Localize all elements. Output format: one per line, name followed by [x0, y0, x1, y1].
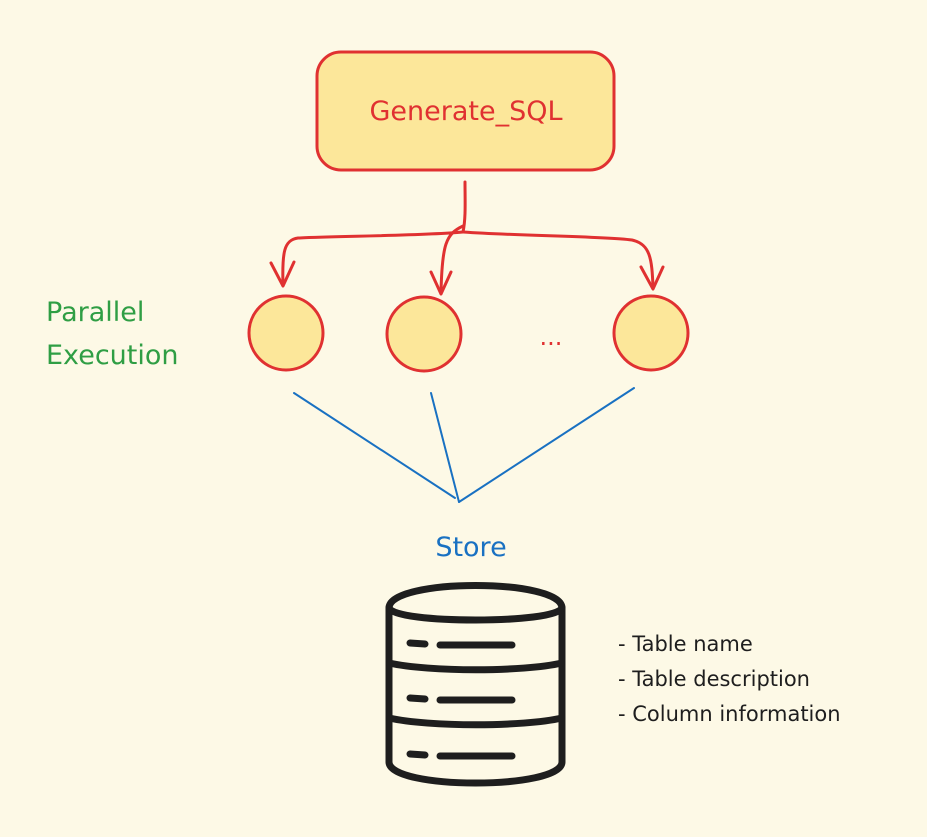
arrow-to-node-2 — [439, 224, 465, 295]
store-line-3 — [458, 387, 635, 503]
database-icon[interactable] — [385, 582, 566, 787]
database-top-cap — [385, 582, 566, 612]
arrow-head-1 — [269, 260, 296, 288]
worker-node-3[interactable] — [612, 294, 690, 372]
store-item: - Column information — [618, 702, 841, 726]
worker-ellipsis: ... — [540, 323, 563, 351]
generate-sql-label: Generate_SQL — [369, 96, 562, 127]
branch-arrows — [269, 180, 665, 296]
arrow-to-node-3 — [461, 230, 655, 290]
store-label: Store — [435, 532, 506, 563]
arrow-to-node-1 — [281, 230, 465, 287]
database-dash-1a — [406, 639, 429, 648]
arrow-head-3 — [639, 265, 665, 291]
worker-node-2[interactable] — [385, 295, 463, 373]
database-divider-2 — [385, 714, 566, 729]
store-line-1 — [293, 392, 456, 499]
database-rim — [385, 604, 566, 624]
parallel-label-line2: Execution — [46, 340, 179, 371]
worker-node-1[interactable] — [247, 294, 325, 372]
store-lines — [293, 387, 635, 503]
store-items-list: - Table name - Table description - Colum… — [618, 632, 841, 726]
store-line-2 — [430, 392, 460, 503]
worker-nodes: ... — [247, 294, 690, 373]
database-divider-1 — [385, 659, 566, 674]
store-item: - Table name — [618, 632, 753, 656]
parallel-label-line1: Parallel — [46, 297, 144, 328]
database-dash-3a — [406, 750, 429, 759]
arrow-head-2 — [429, 270, 453, 296]
arrow-trunk — [461, 180, 467, 234]
database-body — [385, 604, 566, 787]
generate-sql-node[interactable]: Generate_SQL — [315, 50, 616, 172]
generate-sql-box — [315, 50, 616, 172]
database-dash-2a — [406, 694, 429, 703]
store-item: - Table description — [618, 667, 810, 691]
